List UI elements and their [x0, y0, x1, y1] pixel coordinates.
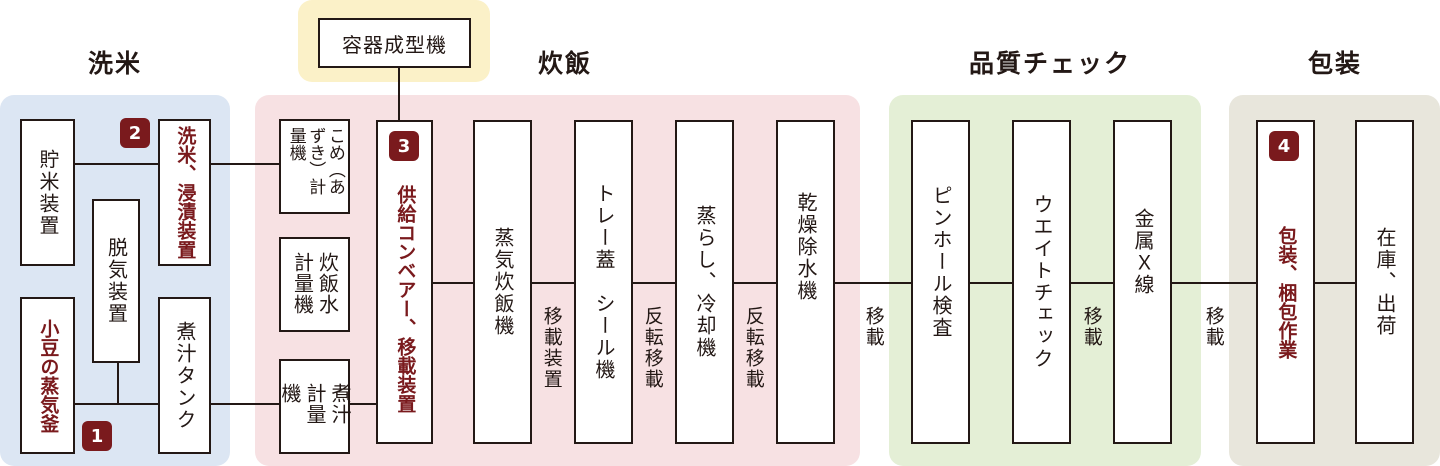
badge-2: 2	[120, 118, 150, 148]
dry-dewater-box: 乾燥除水機	[776, 120, 835, 444]
line-main-flow	[432, 282, 1358, 284]
wash-soak-box: 洗米、浸漬装置	[158, 119, 211, 266]
broth-tank-label: 煮汁タンク	[173, 320, 197, 431]
section-label-packaging: 包装	[1307, 49, 1362, 78]
steam-cooker-box: 蒸気炊飯機	[473, 120, 532, 444]
rice-weigher-box: こめ（あずき）計量機	[279, 119, 350, 214]
conveyor-box: 供給コンベアー、移載装置	[376, 120, 433, 444]
broth-weigher-box: 煮汁計量機	[278, 359, 352, 454]
water-weigher-box: 炊飯水計量機	[279, 237, 350, 332]
deaerator-box: 脱気装置	[92, 199, 140, 363]
steam-cool-label: 蒸らし、冷却機	[693, 205, 717, 359]
section-label-quality: 品質チェック	[968, 49, 1131, 78]
flip-transfer-label-2: 反転移載	[742, 306, 765, 390]
water-weigher-label: 炊飯水計量機	[290, 251, 340, 315]
conveyor-label: 供給コンベアー、移載装置	[394, 185, 417, 413]
deaerator-label: 脱気装置	[104, 237, 129, 325]
section-label-washing: 洗米	[87, 49, 142, 78]
line-storage-to-wash	[74, 163, 159, 165]
section-label-cooking: 炊飯	[537, 49, 592, 78]
broth-weigher-label: 煮汁計量機	[278, 382, 352, 425]
storage-ship-box: 在庫、出荷	[1355, 120, 1414, 444]
container-molding-machine: 容器成型機	[318, 18, 471, 68]
badge-3: 3	[389, 131, 419, 161]
azuki-steam-label: 小豆の蒸気釜	[37, 318, 60, 433]
line-wash-to-rice-weigher	[210, 163, 280, 165]
azuki-steam-box: 小豆の蒸気釜	[20, 297, 75, 454]
transfer-label-3: 移載	[1202, 306, 1225, 348]
dry-dewater-label: 乾燥除水機	[794, 192, 818, 302]
storage-ship-label: 在庫、出荷	[1373, 227, 1397, 337]
badge-4: 4	[1269, 131, 1299, 161]
steam-cool-box: 蒸らし、冷却機	[675, 120, 734, 444]
weight-check-label: ウエイトチェック	[1030, 194, 1054, 370]
rice-storage-label: 貯米装置	[36, 148, 60, 237]
line-container-to-conveyor	[398, 67, 400, 121]
broth-tank-box: 煮汁タンク	[158, 297, 211, 454]
line-broth-tank-to-weigher	[210, 403, 280, 405]
container-molding-machine-label: 容器成型機	[342, 32, 447, 57]
badge-1: 1	[82, 421, 112, 451]
line-broth-weigher-to-conveyor	[349, 403, 378, 405]
transfer-label-1: 移載	[862, 306, 885, 348]
tray-seal-label: トレー蓋 シール機	[592, 183, 616, 381]
line-deaerator-down	[117, 362, 119, 404]
transfer-label-2: 移載	[1080, 306, 1103, 348]
wash-soak-label: 洗米、浸漬装置	[174, 126, 197, 259]
xray-label: 金属Ｘ線	[1131, 208, 1155, 296]
pinhole-box: ピンホール検査	[911, 120, 970, 444]
rice-weigher-label: こめ（あずき）計量機	[285, 126, 345, 195]
transfer-device-label: 移載装置	[540, 306, 563, 390]
steam-cooker-label: 蒸気炊飯機	[491, 227, 515, 337]
tray-seal-box: トレー蓋 シール機	[574, 120, 633, 444]
pack-box: 包装、梱包作業	[1256, 120, 1315, 444]
weight-check-box: ウエイトチェック	[1012, 120, 1071, 444]
pinhole-label: ピンホール検査	[929, 185, 953, 339]
pack-label: 包装、梱包作業	[1275, 225, 1298, 359]
line-azuki-to-broth-tank	[74, 403, 159, 405]
rice-storage-box: 貯米装置	[20, 119, 75, 266]
xray-box: 金属Ｘ線	[1113, 120, 1172, 444]
flip-transfer-label-1: 反転移載	[641, 306, 664, 390]
